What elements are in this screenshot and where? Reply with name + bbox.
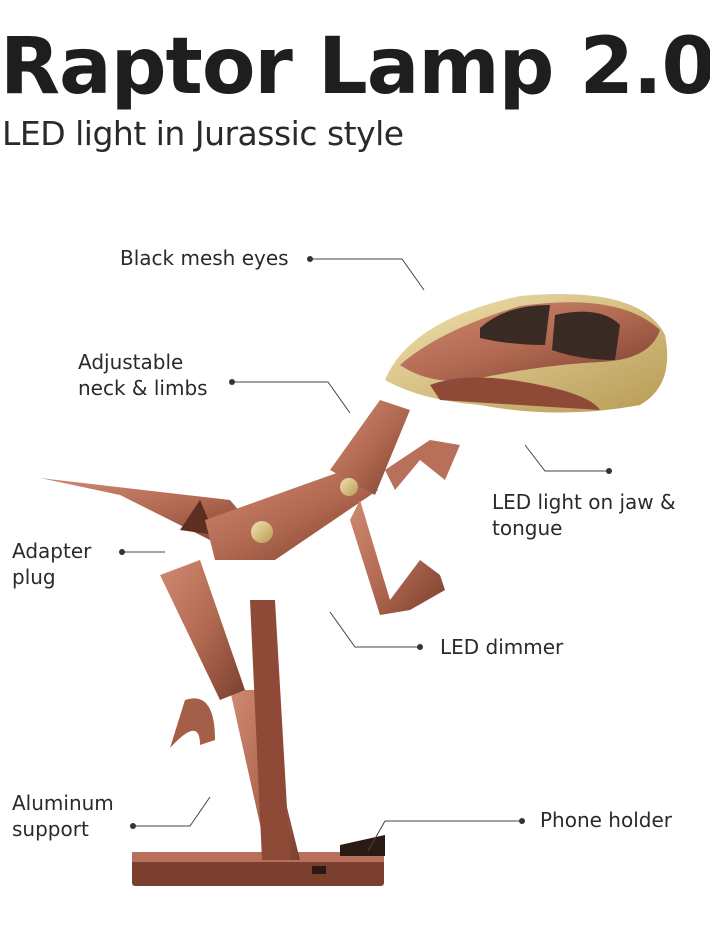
callout-text: Adapter [12,539,92,563]
raptor-body [205,470,378,560]
callout-aluminum-support: Aluminum support [12,790,114,842]
callout-text: support [12,817,89,841]
callout-text: neck & limbs [78,376,208,400]
raptor-arm [385,440,460,490]
lamp-base [132,852,384,886]
callout-led-dimmer: LED dimmer [440,634,563,660]
page-subtitle: LED light in Jurassic style [2,114,404,153]
callout-text: LED light on jaw & [492,490,676,514]
callout-text: Phone holder [540,808,673,832]
callout-led-jaw: LED light on jaw & tongue [492,489,676,541]
callout-text: plug [12,565,56,589]
aluminum-support [160,560,300,860]
page-title: Raptor Lamp 2.0 [0,22,710,112]
callout-lines [122,258,609,852]
callout-adjustable-neck: Adjustable neck & limbs [78,349,208,401]
callout-text: Black mesh eyes [120,246,289,270]
callout-text: Adjustable [78,350,184,374]
callout-text: Aluminum [12,791,114,815]
phone-holder [340,835,385,856]
callout-text: tongue [492,516,563,540]
callout-adapter-plug: Adapter plug [12,538,91,590]
callout-dots [119,256,612,829]
callout-phone-holder: Phone holder [540,807,672,833]
raptor-head [385,294,668,413]
callout-black-mesh-eyes: Black mesh eyes [120,245,289,271]
raptor-neck [330,400,410,495]
callout-text: LED dimmer [440,635,564,659]
